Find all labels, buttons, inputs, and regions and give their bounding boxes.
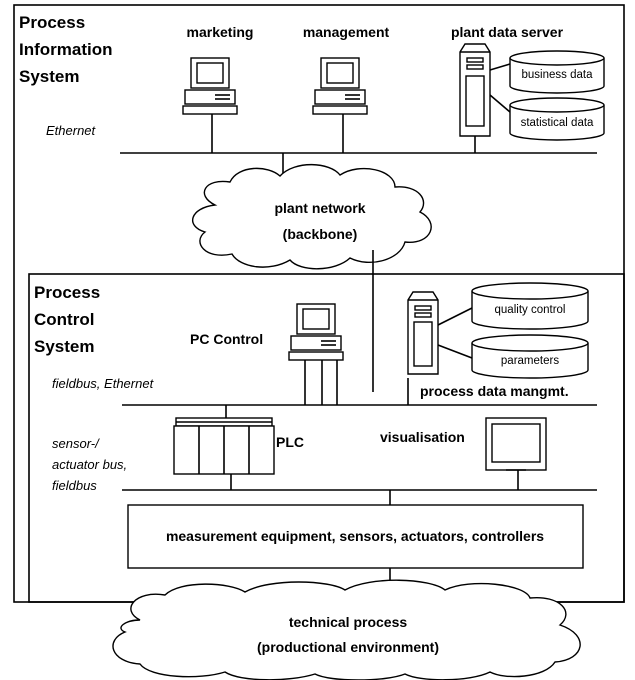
plant-network-cloud	[192, 164, 432, 270]
plant-server-icon	[459, 43, 491, 137]
technical-process-cloud	[112, 579, 581, 680]
visualisation-monitor-icon	[485, 417, 547, 471]
technical-process-label-1: technical process	[289, 614, 407, 630]
process-server-icon	[407, 291, 439, 375]
marketing-computer-icon	[182, 57, 238, 115]
plc-icon	[173, 417, 275, 475]
parameters-db	[471, 334, 589, 379]
fieldbus-ethernet-label: fieldbus, Ethernet	[52, 376, 155, 391]
business-data-label: business data	[522, 69, 594, 81]
plant-network-label-2: (backbone)	[283, 226, 358, 242]
pis-title-2: Information	[19, 40, 113, 59]
equipment-box	[127, 504, 584, 569]
pis-title-3: System	[19, 67, 79, 86]
pis-title-1: Process	[19, 13, 85, 32]
pcs-title-2: Control	[34, 310, 94, 329]
pc-control-computer-icon	[288, 303, 344, 361]
equipment-label: measurement equipment, sensors, actuator…	[166, 528, 544, 544]
management-computer-icon	[312, 57, 368, 115]
pc-control-label: PC Control	[190, 331, 263, 347]
plc-label: PLC	[276, 434, 304, 450]
technical-process-label-2: (productional environment)	[257, 639, 439, 655]
plant-network-label-1: plant network	[274, 200, 365, 216]
sensor-bus-label-2: actuator bus,	[52, 457, 127, 472]
visualisation-label: visualisation	[380, 429, 465, 445]
quality-control-label: quality control	[495, 304, 566, 316]
sensor-bus-label-3: fieldbus	[52, 478, 97, 493]
statistical-data-label: statistical data	[521, 117, 594, 129]
marketing-label: marketing	[187, 24, 254, 40]
pcs-title-1: Process	[34, 283, 100, 302]
statistical-data-db	[509, 97, 605, 141]
process-data-mgmt-label: process data mangmt.	[420, 383, 569, 399]
plant-data-server-label: plant data server	[451, 24, 564, 40]
quality-control-db	[471, 282, 589, 330]
sensor-bus-label-1: sensor-/	[52, 436, 100, 451]
management-label: management	[303, 24, 390, 40]
ethernet-label: Ethernet	[46, 123, 97, 138]
business-data-db	[509, 50, 605, 94]
pcs-title-3: System	[34, 337, 94, 356]
parameters-label: parameters	[501, 355, 559, 367]
